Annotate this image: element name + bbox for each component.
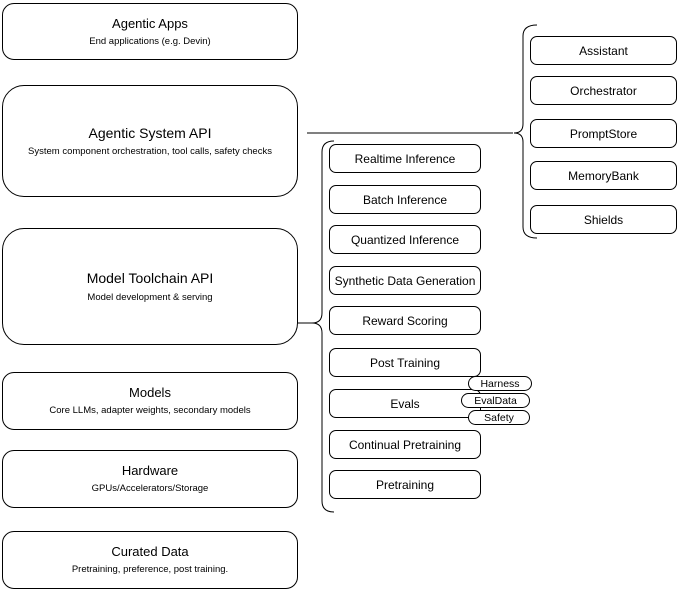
node-agentic-system-api: Agentic System API System component orch… <box>2 85 298 197</box>
node-subtitle: GPUs/Accelerators/Storage <box>91 483 209 495</box>
node-title: Curated Data <box>111 544 189 560</box>
node-curated-data: Curated Data Pretraining, preference, po… <box>2 531 298 589</box>
toolchain-item-reward-scoring: Reward Scoring <box>329 306 481 335</box>
toolchain-item-batch-inference: Batch Inference <box>329 185 481 214</box>
node-models: Models Core LLMs, adapter weights, secon… <box>2 372 298 430</box>
eval-tag-harness: Harness <box>468 376 532 391</box>
node-title: Models <box>129 385 171 401</box>
toolchain-item-continual-pretraining: Continual Pretraining <box>329 430 481 459</box>
toolchain-item-realtime-inference: Realtime Inference <box>329 144 481 173</box>
toolchain-item-pretraining: Pretraining <box>329 470 481 499</box>
toolchain-item-evals: Evals <box>329 389 481 418</box>
node-title: Agentic System API <box>88 124 212 141</box>
eval-tag-safety: Safety <box>468 410 530 425</box>
toolchain-item-synthetic-data-generation: Synthetic Data Generation <box>329 266 481 295</box>
toolchain-item-post-training: Post Training <box>329 348 481 377</box>
node-subtitle: Core LLMs, adapter weights, secondary mo… <box>49 405 251 417</box>
system-item-orchestrator: Orchestrator <box>530 76 677 105</box>
node-agentic-apps: Agentic Apps End applications (e.g. Devi… <box>2 3 298 60</box>
node-hardware: Hardware GPUs/Accelerators/Storage <box>2 450 298 508</box>
system-item-promptstore: PromptStore <box>530 119 677 148</box>
node-subtitle: Model development & serving <box>87 291 213 303</box>
system-item-shields: Shields <box>530 205 677 234</box>
node-subtitle: System component orchestration, tool cal… <box>28 146 272 158</box>
node-title: Agentic Apps <box>112 15 188 31</box>
node-title: Model Toolchain API <box>86 270 214 287</box>
node-title: Hardware <box>121 463 179 479</box>
node-model-toolchain-api: Model Toolchain API Model development & … <box>2 228 298 345</box>
system-item-memorybank: MemoryBank <box>530 161 677 190</box>
node-subtitle: Pretraining, preference, post training. <box>71 564 229 576</box>
eval-tag-evaldata: EvalData <box>461 393 530 408</box>
system-item-assistant: Assistant <box>530 36 677 65</box>
toolchain-item-quantized-inference: Quantized Inference <box>329 225 481 254</box>
node-subtitle: End applications (e.g. Devin) <box>89 35 211 47</box>
